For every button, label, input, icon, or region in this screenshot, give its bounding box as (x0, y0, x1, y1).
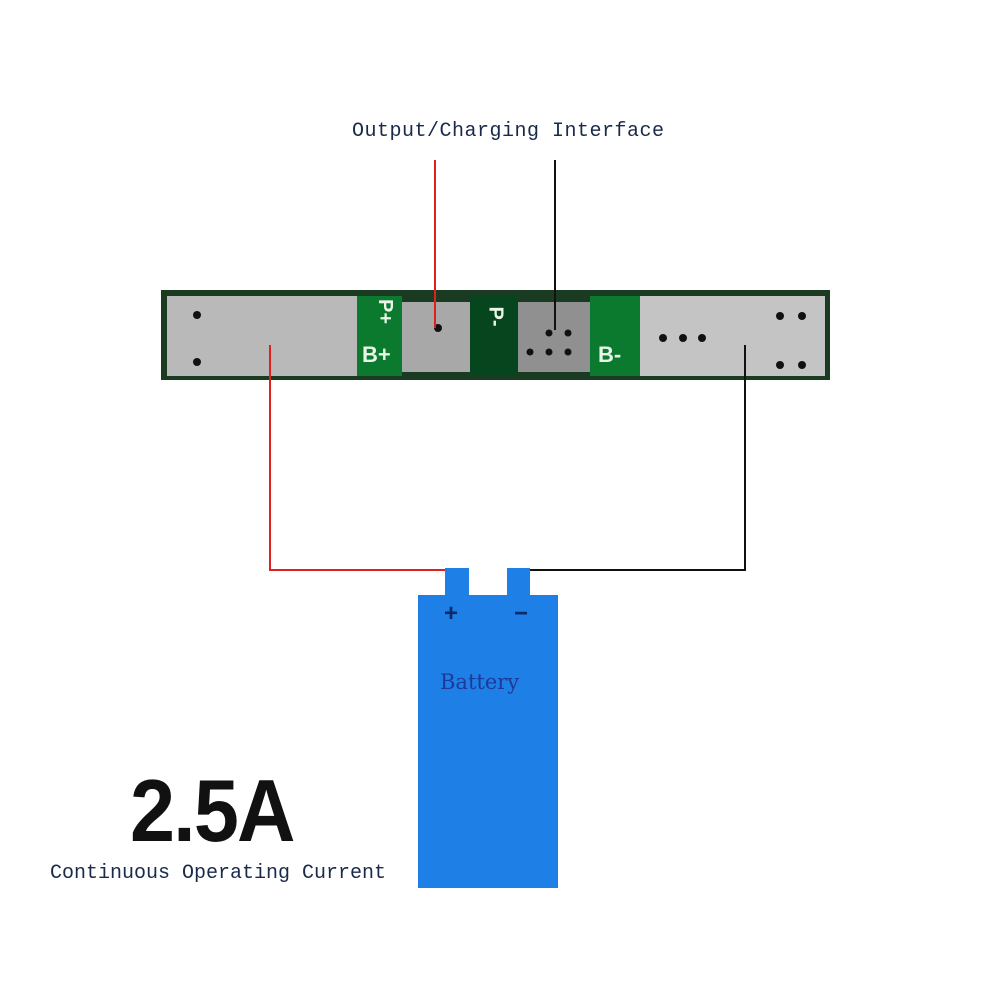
b-minus-pad (640, 296, 825, 376)
battery (418, 568, 558, 888)
battery-label: Battery (440, 670, 520, 694)
current-rating: 2.5A (130, 761, 295, 860)
board-label-p-minus: P- (484, 306, 507, 327)
pcb-board (161, 290, 830, 380)
black-wire-battery (520, 345, 746, 571)
board-label-b-minus: B- (598, 342, 622, 367)
current-description: Continuous Operating Current (50, 862, 387, 885)
battery-minus-sign: − (514, 600, 529, 627)
red-wire-battery (269, 345, 450, 571)
battery-plus-sign: + (444, 600, 459, 627)
output-charging-interface-label: Output/Charging Interface (352, 120, 665, 143)
board-label-b-plus: B+ (362, 342, 391, 367)
board-label-p-plus: P+ (374, 298, 397, 325)
